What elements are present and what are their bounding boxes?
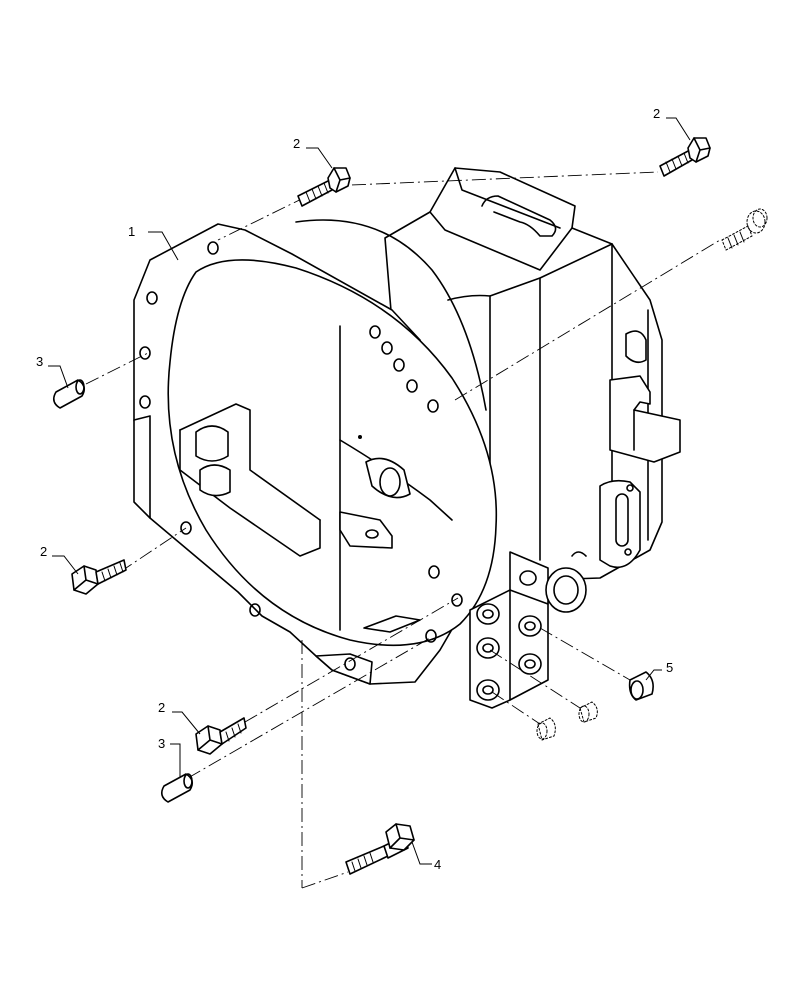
callout-2-bottom-left: 2: [158, 700, 165, 715]
callout-1: 1: [128, 224, 135, 239]
cap-screw-top-right: [659, 137, 711, 177]
flange-bolt-holes: [139, 241, 463, 671]
callout-2-left: 2: [40, 544, 47, 559]
cap-screw-bottom: [345, 823, 415, 875]
cap-screw-left: [71, 559, 127, 595]
manifold-ports: [476, 570, 542, 701]
dowel-pin-bottom-left: [160, 773, 194, 803]
cap-screw-top-center: [297, 167, 351, 207]
assembly-center-lines: [85, 171, 721, 889]
callout-2-top-center: 2: [293, 136, 300, 151]
fitting-small-lower: [536, 717, 556, 741]
fitting-small-upper: [578, 701, 598, 723]
callout-3-bottom-left: 3: [158, 736, 165, 751]
callout-leaders: [48, 117, 691, 865]
transmission-housing: [133, 167, 681, 709]
callout-5: 5: [666, 660, 673, 675]
callout-2-top-right: 2: [653, 106, 660, 121]
flanged-screw-right: [721, 208, 768, 251]
cap-screw-bottom-left: [195, 717, 247, 755]
callout-4: 4: [434, 857, 441, 872]
dowel-pin-left: [52, 379, 86, 409]
callout-3-left: 3: [36, 354, 43, 369]
